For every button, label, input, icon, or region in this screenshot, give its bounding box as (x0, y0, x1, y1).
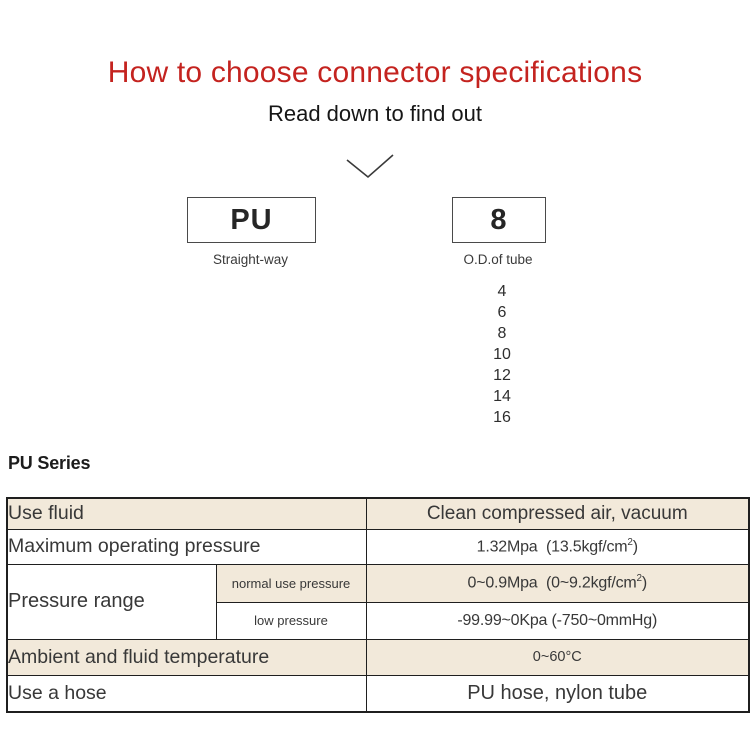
spec-sublabel: normal use pressure (215, 563, 367, 603)
spec-value: -99.99~0Kpa (-750~0mmHg) (365, 601, 750, 640)
spec-value: 0~60°C (365, 638, 750, 676)
size-code-box: 8 (452, 197, 546, 243)
table-row: Ambient and fluid temperature 0~60°C (6, 638, 750, 676)
table-row: Pressure range normal use pressure 0~0.9… (6, 563, 750, 640)
size-option: 14 (493, 388, 511, 405)
size-option: 4 (497, 283, 507, 300)
page-title: How to choose connector specifications (107, 56, 643, 89)
table-row: Use a hose PU hose, nylon tube (6, 674, 750, 713)
spec-label: Use fluid (6, 497, 367, 530)
series-code-box: PU (187, 197, 316, 243)
chevron-down-icon (345, 152, 395, 187)
table-row: Use fluid Clean compressed air, vacuum (6, 497, 750, 530)
spec-label: Maximum operating pressure (6, 528, 367, 565)
page-subtitle: Read down to find out (267, 101, 483, 126)
spec-label: Pressure range (6, 563, 217, 640)
table-row: Maximum operating pressure 1.32Mpa (13.5… (6, 528, 750, 565)
spec-value: 0~0.9Mpa (0~9.2kgf/cm2) (365, 563, 750, 603)
spec-sublabel: low pressure (215, 601, 367, 640)
spec-value: PU hose, nylon tube (365, 674, 750, 713)
size-caption: O.D.of tube (463, 252, 533, 267)
size-options-list: 4 6 8 10 12 14 16 (432, 281, 572, 428)
table-row: low pressure -99.99~0Kpa (-750~0mmHg) (7, 601, 750, 640)
size-option: 6 (497, 304, 507, 321)
spec-label: Use a hose (6, 674, 367, 713)
spec-table: Use fluid Clean compressed air, vacuum M… (6, 497, 750, 713)
series-heading: PU Series (8, 453, 91, 473)
size-option: 12 (493, 367, 511, 384)
size-option: 16 (493, 409, 511, 426)
spec-value: Clean compressed air, vacuum (365, 497, 750, 530)
size-option: 8 (497, 325, 507, 342)
size-option: 10 (493, 346, 511, 363)
spec-label: Ambient and fluid temperature (6, 638, 367, 676)
spec-value: 1.32Mpa (13.5kgf/cm2) (365, 528, 750, 565)
series-caption: Straight-way (212, 252, 289, 267)
